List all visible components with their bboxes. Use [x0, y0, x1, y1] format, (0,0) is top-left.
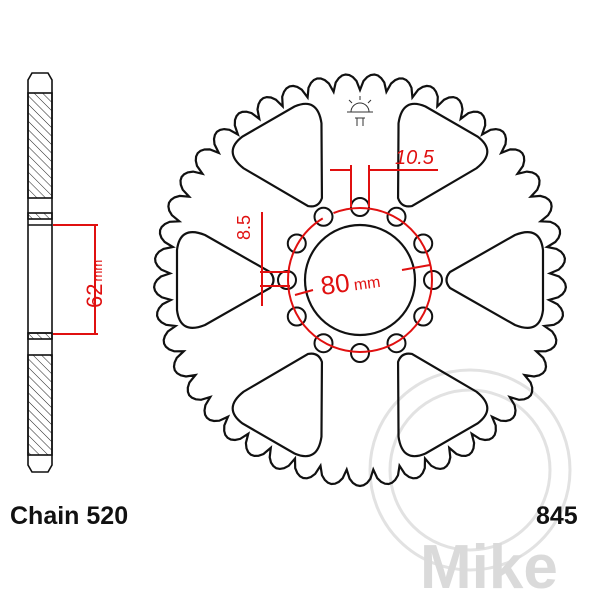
cutout — [396, 102, 489, 208]
bore-dimension-label: 62mm — [82, 260, 107, 308]
chain-label: Chain 520 — [10, 502, 129, 530]
sprocket-outline — [152, 73, 568, 488]
cutout — [396, 352, 489, 458]
watermark-logo — [368, 368, 572, 572]
bolt-hole — [423, 270, 443, 290]
cutout — [175, 231, 275, 329]
bolt-hole — [313, 333, 334, 354]
cutouts — [175, 102, 545, 458]
bolt-hole-label: 8.5 — [234, 215, 254, 240]
brand-logo — [347, 96, 373, 126]
tooth-gap-dimension — [330, 165, 438, 207]
bolt-hole — [350, 343, 370, 363]
center-bore — [303, 223, 417, 337]
bolt-circle — [287, 207, 433, 353]
bolt-hole-dimension — [260, 212, 290, 306]
bolt-hole — [286, 233, 307, 254]
bolt-hole — [413, 306, 434, 327]
cutout — [231, 102, 324, 208]
bolt-hole — [386, 333, 407, 354]
bore-dimension — [53, 224, 98, 335]
part-number: 845 — [536, 502, 578, 530]
bolt-hole — [313, 206, 334, 227]
bolt-hole — [286, 306, 307, 327]
side-view — [27, 72, 53, 473]
bolt-circle-label: 80mm — [319, 263, 382, 301]
cutout — [445, 231, 545, 329]
cutout — [231, 352, 324, 458]
watermark-text: Mike — [420, 533, 558, 600]
bolt-hole — [413, 233, 434, 254]
tooth-gap-label: 10.5 — [395, 147, 435, 169]
bolt-circle-dimension — [294, 264, 431, 296]
bolt-hole — [386, 206, 407, 227]
